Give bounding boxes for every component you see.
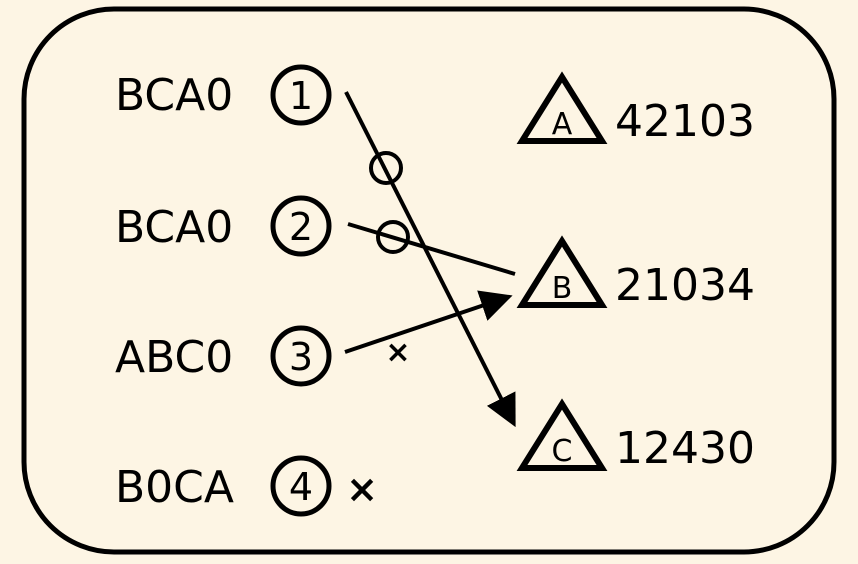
circle-mark-1	[369, 151, 403, 185]
cross-mark-3: ×	[385, 335, 410, 370]
left-label-1: BCA0	[115, 70, 233, 121]
arrow-1-to-C	[344, 91, 516, 428]
svg-text:A: A	[552, 107, 573, 142]
cross-mark-4: ×	[346, 467, 378, 511]
svg-text:1: 1	[289, 74, 313, 118]
line-2-to-B	[347, 222, 516, 276]
frame	[21, 6, 837, 555]
circle-mark-2	[376, 220, 410, 254]
svg-text:4: 4	[289, 465, 313, 509]
svg-text:B: B	[552, 271, 573, 306]
triangle-C: C	[516, 398, 608, 471]
number-circle-4: 4	[270, 455, 332, 517]
number-circle-2: 2	[270, 195, 332, 257]
number-circle-3: 3	[270, 325, 332, 387]
left-label-3: ABC0	[115, 332, 233, 383]
right-value-C: 12430	[615, 423, 755, 474]
left-label-2: BCA0	[115, 202, 233, 253]
number-circle-1: 1	[270, 64, 332, 126]
right-value-A: 42103	[615, 96, 755, 147]
right-value-B: 21034	[615, 260, 755, 311]
arrow-3-to-B	[344, 290, 513, 354]
triangle-A: A	[516, 71, 608, 144]
svg-text:3: 3	[289, 335, 313, 379]
left-label-4: B0CA	[115, 462, 234, 513]
triangle-B: B	[516, 235, 608, 308]
svg-text:2: 2	[289, 205, 313, 249]
svg-text:C: C	[552, 434, 573, 469]
